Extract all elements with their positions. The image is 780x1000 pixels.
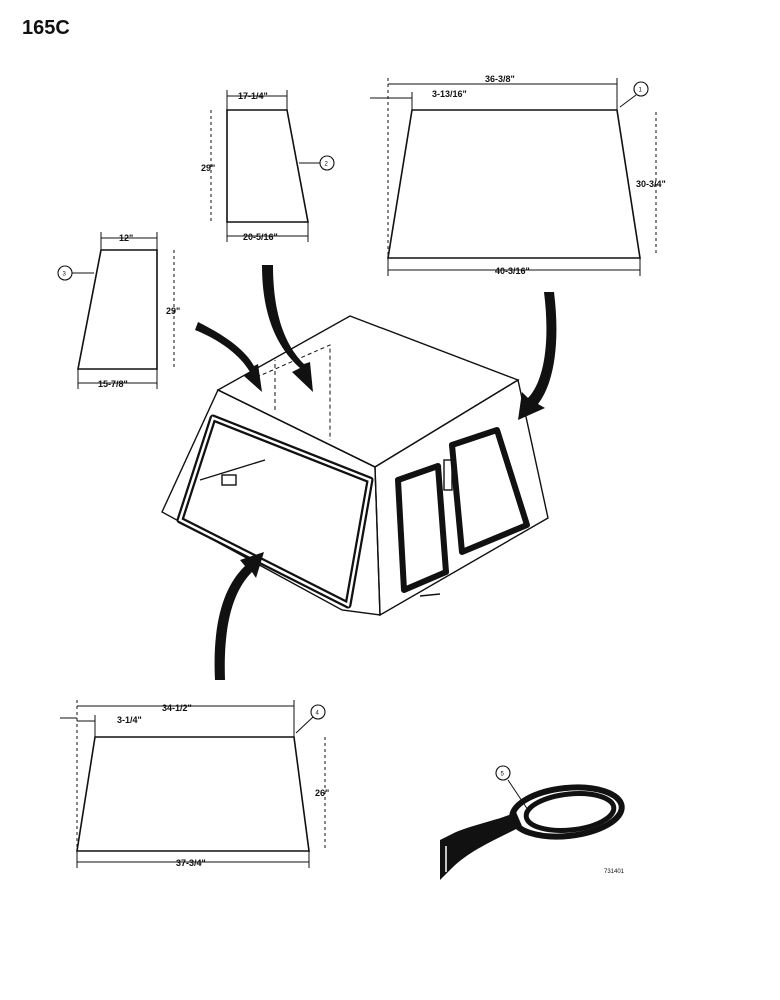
- dim-4-bottom: 37-3/4": [176, 858, 206, 868]
- callout-5-leader: [507, 779, 529, 811]
- dim-4-offset: 3-1/4": [117, 715, 142, 725]
- cab-roof: [216, 315, 520, 468]
- glass-panel-3: 12" 29" 15-7/8" 3: [57, 232, 180, 389]
- dim-3-height: 29": [166, 306, 180, 316]
- callout-4-label: 4: [316, 711, 320, 717]
- glass-panel-1-shape: [387, 109, 641, 259]
- arrow-part-4: [214, 552, 264, 680]
- callout-1-circle: [633, 81, 649, 97]
- seal-coil-inner: [523, 791, 617, 833]
- drawing-number: 731401: [604, 869, 625, 875]
- cab-latch: [419, 593, 441, 597]
- glass-panel-1: 36-3/8" 3-13/16" 30-3/4" 40-3/16" 1: [370, 74, 666, 276]
- dim-4-top: 34-1/2": [162, 703, 192, 713]
- dim-1-offset: 3-13/16": [432, 89, 467, 99]
- callout-2-circle: [319, 155, 335, 171]
- callout-2-label: 2: [325, 162, 329, 168]
- callout-1-leader: [619, 94, 637, 108]
- cab-side-window-rear: [449, 427, 530, 555]
- glass-panel-4: 34-1/2" 3-1/4" 26" 37-3/4" 4: [60, 700, 329, 868]
- arrow-part-1: [518, 292, 557, 420]
- glass-panel-4-shape: [76, 736, 310, 852]
- callout-3-label: 3: [63, 272, 67, 278]
- arrows: [195, 265, 557, 680]
- callout-3-circle: [57, 265, 73, 281]
- cab-windshield-strut: [199, 459, 266, 481]
- dim-3-top: 12": [119, 233, 133, 243]
- cab-side-window-front: [395, 463, 449, 593]
- callout-1-label: 1: [639, 88, 643, 94]
- dim-1-height: 30-3/4": [636, 179, 666, 189]
- callout-4-circle: [310, 704, 326, 720]
- seal-strip-end: [440, 812, 522, 880]
- dim-1-bottom: 40-3/16": [495, 266, 530, 276]
- dim-2-bottom: 20-5/16": [243, 232, 278, 242]
- cab-door-handle: [443, 459, 453, 491]
- dim-2-top: 17-1/4": [238, 91, 268, 101]
- glass-panel-2-shape: [226, 109, 309, 223]
- arrow-part-2: [262, 265, 313, 392]
- glass-panel-3-shape: [77, 249, 158, 370]
- arrow-part-3: [195, 322, 262, 392]
- glass-panel-2: 17-1/4" 29" 20-5/16" 2: [201, 90, 335, 242]
- dim-1-top: 36-3/8": [485, 74, 515, 84]
- seal-strip-5: 5: [440, 765, 625, 880]
- cab-front-face: [161, 389, 381, 616]
- callout-5-circle: [495, 765, 511, 781]
- cab-windshield-frame: [176, 414, 374, 609]
- dim-4-height: 26": [315, 788, 329, 798]
- callout-4-leader: [295, 716, 314, 734]
- cab-side-face: [374, 378, 549, 617]
- dim-3-bottom: 15-7/8": [98, 379, 128, 389]
- cab-windshield-frame-inner: [178, 416, 372, 607]
- cab-illustration: [161, 315, 549, 617]
- page-number: 165C: [22, 17, 70, 39]
- dim-2-height: 29": [201, 163, 215, 173]
- callout-5-label: 5: [501, 772, 505, 778]
- cab-hidden-lines: [249, 344, 331, 440]
- cab-windshield-hinge: [221, 474, 237, 486]
